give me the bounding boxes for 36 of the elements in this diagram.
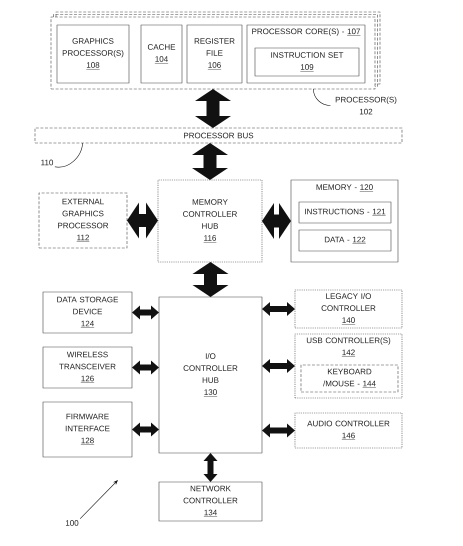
component-box: NETWORK CONTROLLER 134 bbox=[158, 482, 262, 522]
component-box: CACHE 104 bbox=[140, 24, 182, 84]
processor-package-box bbox=[50, 12, 380, 90]
component-box: DATA - 122 bbox=[298, 230, 392, 252]
double-arrow bbox=[132, 360, 159, 374]
reference-label: PROCESSOR(S) 102 bbox=[336, 96, 396, 114]
double-arrow bbox=[132, 306, 159, 320]
leader-line bbox=[54, 142, 83, 168]
reference-label: 110 bbox=[41, 160, 54, 166]
component-box: LEGACY I/O CONTROLLER 140 bbox=[294, 290, 402, 328]
hub-box: I/O CONTROLLER HUB 130 bbox=[158, 296, 262, 454]
component-box: FIRMWARE INTERFACE 128 bbox=[42, 402, 132, 458]
component-box: INSTRUCTIONS - 121 bbox=[298, 202, 392, 224]
reference-numeral: 100 bbox=[66, 520, 78, 526]
double-arrow bbox=[192, 262, 228, 297]
double-arrow bbox=[192, 143, 228, 180]
double-arrow bbox=[262, 302, 295, 316]
component-box: DATA STORAGE DEVICE 124 bbox=[42, 292, 132, 334]
component-box: KEYBOARD /MOUSE - 144 bbox=[300, 364, 398, 392]
double-arrow bbox=[262, 424, 295, 438]
component-box: REGISTER FILE 106 bbox=[186, 24, 242, 84]
component-box: GRAPHICS PROCESSOR(S) 108 bbox=[56, 24, 130, 84]
bus-bar: PROCESSOR BUS bbox=[34, 128, 402, 144]
double-arrow bbox=[204, 453, 218, 482]
leader-line bbox=[313, 88, 331, 106]
reference-arrow bbox=[80, 480, 118, 519]
component-box: INSTRUCTION SET 109 bbox=[254, 48, 360, 76]
double-arrow bbox=[262, 203, 291, 239]
double-arrow bbox=[262, 359, 295, 373]
component-box: EXTERNAL GRAPHICS PROCESSOR 112 bbox=[38, 192, 128, 248]
double-arrow bbox=[132, 422, 159, 436]
component-box: WIRELESS TRANSCEIVER 126 bbox=[42, 346, 132, 388]
hub-box: MEMORY CONTROLLER HUB 116 bbox=[158, 180, 262, 262]
component-box: AUDIO CONTROLLER 146 bbox=[294, 412, 402, 448]
double-arrow bbox=[127, 202, 158, 238]
double-arrow bbox=[195, 89, 231, 128]
